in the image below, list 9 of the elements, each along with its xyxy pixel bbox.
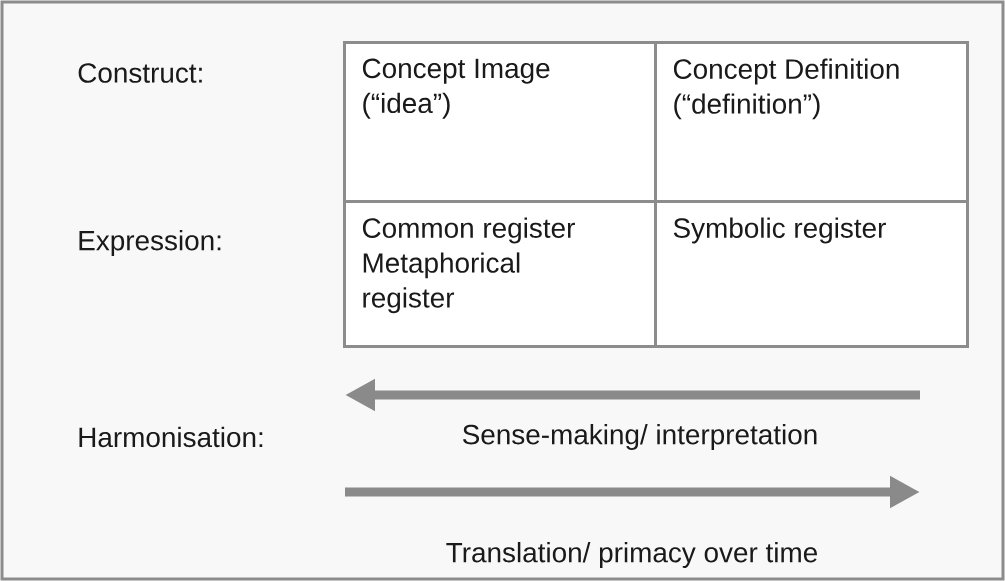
row-label: Expression: bbox=[79, 230, 221, 256]
arrow-caption: Sense-making/ interpretation bbox=[462, 424, 817, 450]
table-cell: Common register Metaphorical register bbox=[343, 200, 657, 348]
arrow-caption: Translation/ primacy over time bbox=[446, 542, 817, 568]
row-label: Construct: bbox=[78, 63, 202, 83]
table-cell: Concept Image (“idea”) bbox=[343, 41, 657, 203]
row-label: Harmonisation: bbox=[79, 426, 263, 448]
table-cell: Concept Definition (“definition”) bbox=[654, 41, 969, 203]
table-cell: Symbolic register bbox=[654, 200, 969, 348]
